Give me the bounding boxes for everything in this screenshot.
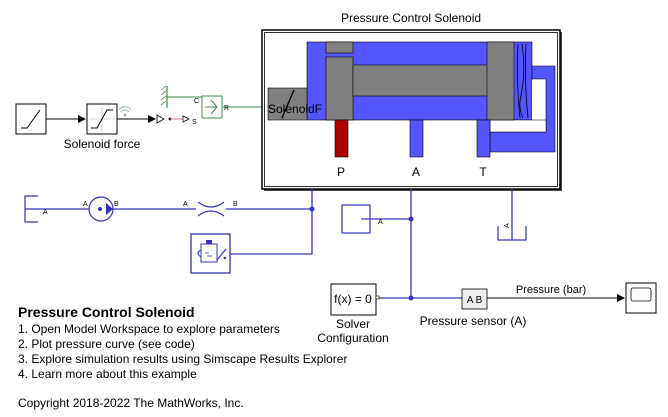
signal-label-pressure: Pressure (bar) — [516, 284, 586, 296]
subsystem-title: Pressure Control Solenoid — [341, 11, 481, 25]
pressure-control-solenoid-subsystem[interactable]: SolenoidF P A T — [261, 29, 562, 191]
solver-expression: f(x) = 0 — [334, 292, 372, 306]
tank-block[interactable] — [497, 226, 527, 241]
port-p-pipe — [334, 119, 349, 158]
annotation-link-plot[interactable]: 2. Plot pressure curve (see code) — [18, 337, 195, 351]
spool-rod — [352, 64, 494, 97]
spool-left-land — [325, 56, 354, 121]
port-t-pipe — [476, 119, 491, 158]
scope-block[interactable] — [625, 282, 657, 314]
port-p-label: P — [337, 165, 345, 179]
solver-configuration-block[interactable] — [330, 283, 380, 316]
port-t-label: T — [479, 165, 487, 179]
pump-port-b-label: B — [114, 201, 119, 208]
spool-left-land-top — [325, 41, 354, 54]
junction-dot — [309, 206, 315, 212]
orifice-port-b-label: B — [233, 201, 238, 208]
annotation-title: Pressure Control Solenoid — [18, 304, 195, 320]
annotation-link-results-explorer[interactable]: 3. Explore simulation results using Sims… — [18, 352, 348, 366]
orifice-port-a-label: A — [183, 201, 188, 208]
tank-port-label: A — [504, 223, 511, 228]
solver-label-line2: Configuration — [317, 331, 388, 345]
junction-dot — [408, 216, 414, 222]
orifice-block[interactable] — [196, 200, 226, 218]
ramp-source-block[interactable] — [15, 103, 47, 135]
reservoir-block[interactable] — [24, 195, 38, 223]
sensor-ports-label: A B — [467, 295, 483, 306]
junction-dot — [408, 295, 414, 301]
spool-right-land — [486, 41, 515, 121]
solenoid-force-block[interactable] — [86, 103, 118, 135]
hydraulic-fluid-block[interactable] — [190, 233, 231, 274]
reservoir-port-label: A — [43, 209, 48, 216]
port-label-s: S — [192, 119, 197, 126]
annotation-link-workspace[interactable]: 1. Open Model Workspace to explore param… — [18, 322, 280, 336]
solenoid-force-label: Solenoid force — [64, 137, 141, 151]
wireless-signal-icon — [118, 106, 132, 117]
annotation-link-learn-more[interactable]: 4. Learn more about this example — [18, 367, 197, 381]
ideal-force-source-block[interactable] — [201, 95, 223, 119]
cap-port-label: A — [378, 219, 383, 226]
pump-port-a-label: A — [83, 201, 88, 208]
pressure-sensor-block[interactable] — [461, 288, 488, 310]
copyright-text: Copyright 2018-2022 The MathWorks, Inc. — [18, 396, 244, 410]
mechanical-reference-block[interactable] — [160, 85, 168, 108]
solenoid-actuator-label: SolenoidF — [268, 102, 322, 116]
solver-label-line1: Solver — [336, 317, 370, 331]
sensor-label: Pressure sensor (A) — [420, 314, 527, 328]
port-label-c: C — [194, 98, 199, 105]
model-annotation: Pressure Control Solenoid 1. Open Model … — [18, 305, 347, 411]
spring-icon — [516, 43, 529, 119]
port-label-r: R — [224, 105, 229, 112]
port-a-pipe — [409, 119, 424, 158]
port-a-label: A — [412, 165, 420, 179]
ps-input-port-icon — [182, 115, 190, 123]
ps-converter-block[interactable] — [156, 114, 172, 124]
hydraulic-line-fluid[interactable] — [230, 209, 313, 255]
pump-block[interactable] — [88, 196, 114, 222]
